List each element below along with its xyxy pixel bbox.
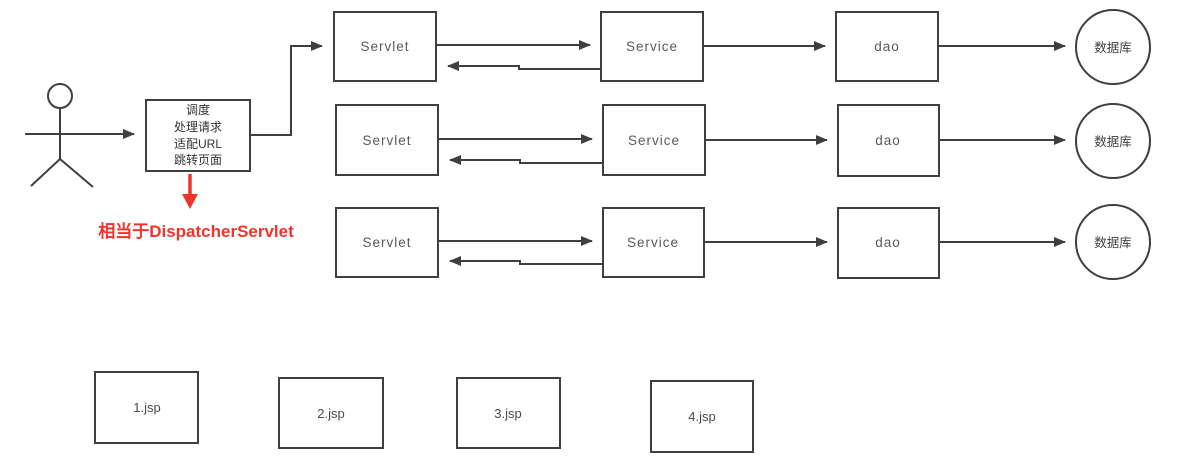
dispatcher-line-1: 调度	[186, 102, 210, 117]
database-label: 数据库	[1094, 235, 1132, 250]
servlet-label: Servlet	[362, 235, 411, 250]
actor-head	[47, 83, 73, 109]
dispatcher-line-2: 处理请求	[174, 120, 222, 134]
service-box	[602, 104, 706, 176]
actor-right-leg	[59, 158, 94, 188]
dispatcher-line-3: 适配URL	[174, 137, 222, 151]
actor-left-leg	[30, 158, 61, 187]
flow-row-3: Servlet Service dao 数据库	[335, 204, 1151, 280]
database-circle	[1075, 103, 1151, 179]
flow-row-1: Servlet Service dao 数据库	[333, 9, 1151, 85]
dispatcher-box: 调度 处理请求 适配URL 跳转页面	[145, 99, 251, 172]
jsp-label-3: 3.jsp	[494, 406, 521, 421]
servlet-label: Servlet	[360, 39, 409, 54]
dao-box	[835, 11, 939, 82]
service-to-servlet-return-arrow	[447, 61, 601, 71]
jsp-box-2	[278, 377, 384, 449]
jsp-pages: 1.jsp 2.jsp 3.jsp 4.jsp	[94, 371, 754, 453]
servlet-label: Servlet	[362, 133, 411, 148]
database-circle	[1075, 9, 1151, 85]
jsp-label-2: 2.jsp	[317, 406, 344, 421]
service-box	[600, 11, 704, 82]
user-actor-icon	[30, 83, 94, 188]
servlet-box	[335, 207, 439, 278]
jsp-box-3	[456, 377, 561, 449]
dao-label: dao	[875, 235, 901, 250]
dispatcher-line-4: 跳转页面	[174, 152, 222, 167]
dispatcher-to-servlet-connector	[250, 41, 323, 136]
dispatcher-annotation: 相当于DispatcherServlet	[98, 174, 294, 241]
database-label: 数据库	[1094, 134, 1132, 149]
service-to-servlet-return-arrow	[449, 155, 603, 165]
service-label: Service	[627, 235, 679, 250]
service-label: Service	[628, 133, 680, 148]
servlet-box	[333, 11, 437, 82]
service-box	[602, 207, 705, 278]
jsp-label-4: 4.jsp	[688, 409, 715, 424]
service-to-servlet-return-arrow	[449, 256, 603, 266]
jsp-box-1	[94, 371, 199, 444]
database-circle	[1075, 204, 1151, 280]
service-label: Service	[626, 39, 678, 54]
jsp-label-1: 1.jsp	[133, 400, 160, 415]
jsp-box-4	[650, 380, 754, 453]
red-down-arrowhead-icon	[182, 194, 198, 209]
flow-row-2: Servlet Service dao 数据库	[335, 103, 1151, 179]
dispatcher-note: 相当于DispatcherServlet	[98, 221, 294, 241]
dao-label: dao	[874, 39, 900, 54]
servlet-box	[335, 104, 439, 176]
dao-label: dao	[875, 133, 901, 148]
database-label: 数据库	[1094, 40, 1132, 55]
dao-box	[837, 104, 940, 177]
